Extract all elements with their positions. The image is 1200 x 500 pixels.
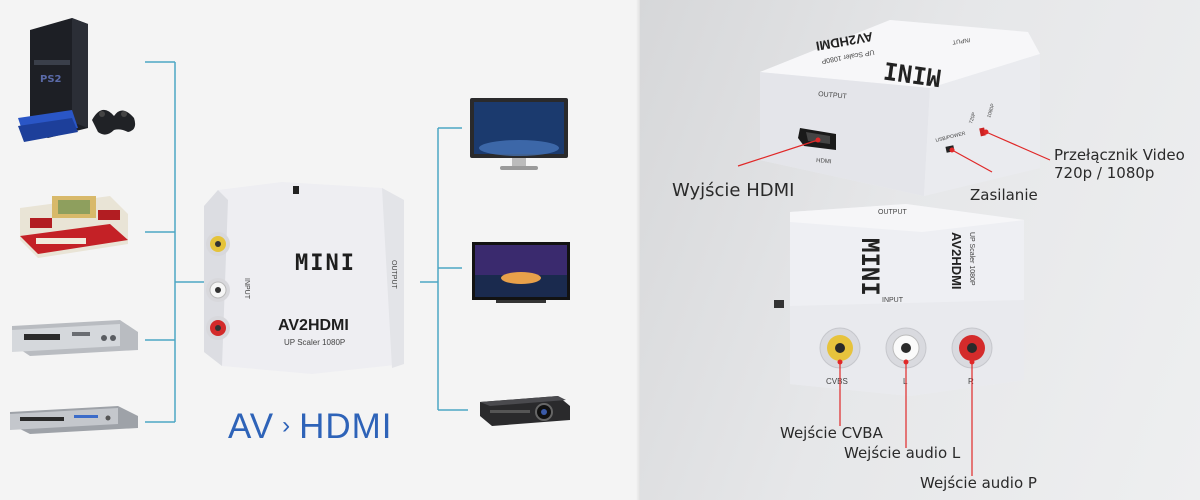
bottom-device-model: AV2HDMI (949, 232, 964, 290)
device-output-label: OUTPUT (390, 260, 397, 290)
rca-port-red (206, 316, 230, 340)
callout-lines (737, 131, 1051, 476)
device-input-label: INPUT (243, 278, 250, 300)
top-device-corner-label: INPUT (952, 36, 971, 44)
right-panel-photos: MINI AV2HDMI UP Scaler 1080P INPUT OUTPU… (640, 0, 1200, 500)
callout-hdmi-output: Wyjście HDMI (672, 180, 795, 201)
device-photos: MINI AV2HDMI UP Scaler 1080P INPUT OUTPU… (737, 20, 1051, 476)
callout-video-switch-line1: Przełącznik Video (1054, 146, 1185, 164)
hdmi-port-label: HDMI (816, 158, 832, 165)
rca-r-port (951, 327, 993, 369)
r-port-label: R (968, 377, 974, 386)
callout-audio-l-input: Wejście audio L (844, 444, 961, 462)
device-brand-text: MINI (295, 251, 356, 276)
bottom-device-photo: MINI AV2HDMI UP Scaler 1080P OUTPUT INPU… (774, 204, 1024, 396)
callout-video-switch-line2: 720p / 1080p (1054, 164, 1155, 182)
callout-power: Zasilanie (970, 186, 1038, 204)
ps2-console-icon: PS2 (18, 18, 136, 142)
bottom-device-input-label: INPUT (882, 297, 904, 304)
monitor-icon (470, 98, 568, 170)
top-device-output-label: OUTPUT (818, 91, 848, 101)
bottom-device-brand: MINI (856, 238, 884, 296)
tv-icon (472, 242, 570, 303)
game-console-icon (20, 196, 128, 258)
rca-port-yellow (206, 232, 230, 256)
left-panel-diagram: PS2 (0, 0, 640, 500)
rca-cvbs-port (819, 327, 861, 369)
av-hdmi-title: AV › HDMI (228, 407, 393, 447)
title-hdmi: HDMI (299, 407, 393, 446)
top-device-photo: MINI AV2HDMI UP Scaler 1080P INPUT OUTPU… (760, 20, 1040, 196)
callout-dots (815, 129, 989, 365)
dvd-player-slim-icon (10, 406, 138, 434)
callout-cvba-input: Wejście CVBA (780, 424, 883, 442)
av2hdmi-device-illustration: MINI AV2HDMI UP Scaler 1080P INPUT OUTPU… (204, 182, 404, 374)
video-switch (979, 127, 986, 137)
connection-diagram: PS2 (10, 18, 570, 434)
connector-lines (145, 61, 468, 423)
rca-l-port (885, 327, 927, 369)
callout-video-switch: Przełącznik Video 720p / 1080p (1054, 146, 1185, 182)
cvbs-port-label: CVBS (826, 377, 848, 386)
title-av: AV (228, 407, 275, 446)
bottom-device-output-label: OUTPUT (878, 209, 908, 216)
switch-1080-label: 1080P (986, 102, 996, 118)
device-model-text: AV2HDMI (278, 317, 349, 334)
side-switch (774, 300, 784, 308)
title-separator: › (282, 412, 292, 439)
svg-text:PS2: PS2 (40, 74, 62, 85)
callout-audio-p-input: Wejście audio P (920, 474, 1037, 492)
switch-720-label: 720P (968, 111, 978, 125)
dvd-player-icon (12, 320, 138, 356)
projector-icon (480, 396, 570, 426)
bottom-device-subtitle: UP Scaler 1080P (968, 232, 975, 286)
rca-port-white (206, 278, 230, 302)
device-subtitle-text: UP Scaler 1080P (284, 338, 345, 347)
